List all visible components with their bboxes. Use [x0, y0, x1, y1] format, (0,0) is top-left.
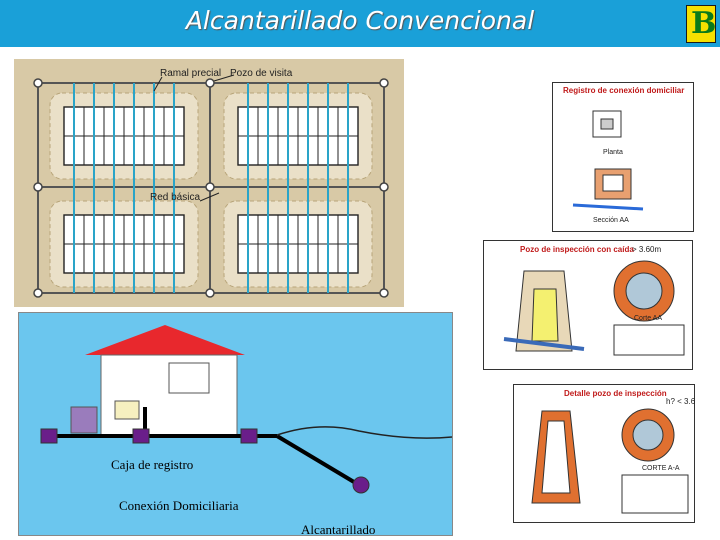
- manhole-icon: [205, 78, 215, 88]
- conexion-label: Conexión Domiciliaria: [119, 498, 239, 513]
- registro-box: [40, 428, 58, 444]
- ground-line: [276, 426, 452, 439]
- detail3-corte: CORTE A-A: [642, 465, 680, 472]
- pozo-caida-detail: Pozo de inspección con caída > 3.60m Cor…: [483, 240, 693, 370]
- detail3-title: Detalle pozo de inspección: [564, 389, 667, 398]
- pointer-arrow: [213, 74, 235, 82]
- planta-label: Planta: [603, 149, 623, 156]
- ramal-label: Ramal precial: [160, 68, 222, 79]
- logo: B: [686, 5, 716, 43]
- detail3-depth: h? < 3.6: [666, 397, 696, 406]
- detail2-depth: > 3.60m: [632, 245, 662, 254]
- seccion-label: Sección AA: [593, 217, 629, 224]
- caja-label: Caja de registro: [111, 457, 194, 472]
- alcantarillado-label: Alcantarillado: [301, 522, 376, 537]
- manhole-icon: [205, 288, 215, 298]
- detail1-title: Registro de conexión domiciliar: [563, 86, 685, 95]
- logo-letter: B: [691, 6, 717, 41]
- registro-detail: Registro de conexión domiciliar Planta S…: [552, 82, 694, 232]
- sewer-main-icon: [352, 476, 370, 494]
- house-window: [168, 362, 210, 394]
- connection-pipe: [275, 434, 361, 487]
- plan-drawing: [33, 74, 389, 298]
- manhole-icon: [33, 182, 43, 192]
- page-title: Alcantarillado Convencional: [185, 6, 535, 35]
- pointer-arrow: [153, 76, 163, 92]
- detail2-title: Pozo de inspección con caída: [520, 245, 634, 254]
- title-bar: [0, 0, 720, 47]
- manhole-icon: [205, 182, 215, 192]
- manhole-icon: [379, 182, 389, 192]
- manhole-icon: [379, 288, 389, 298]
- manhole-icon: [379, 78, 389, 88]
- sink: [114, 400, 140, 420]
- network-plan-diagram: Ramal precial Pozo de visita Red básica: [14, 59, 404, 307]
- pozo-label: Pozo de visita: [230, 68, 293, 79]
- registro-box: [132, 428, 150, 444]
- washer: [70, 406, 98, 434]
- manhole-icon: [33, 288, 43, 298]
- section-drawing: [40, 325, 452, 494]
- house-connection-diagram: Caja de registro Conexión Domiciliaria A…: [18, 312, 453, 537]
- registro-box: [240, 428, 258, 444]
- pointer-arrow: [199, 192, 220, 202]
- manhole-icon: [33, 78, 43, 88]
- pozo-detail: Detalle pozo de inspección h? < 3.6 CORT…: [513, 384, 695, 523]
- house-roof: [85, 325, 245, 355]
- detail2-corte: Corte AA: [634, 315, 663, 322]
- red-label: Red básica: [150, 192, 201, 203]
